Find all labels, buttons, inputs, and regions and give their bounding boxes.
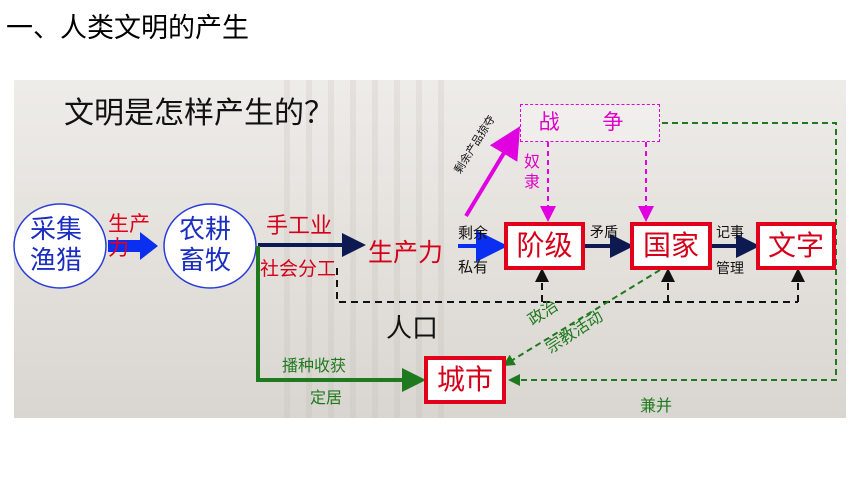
- label-manage: 管理: [716, 261, 744, 277]
- label-record: 记事: [716, 225, 744, 241]
- node-productivity: 生产力: [368, 238, 444, 267]
- arrow-farming-city: [256, 246, 426, 392]
- label-contradiction: 矛盾: [590, 225, 618, 241]
- arrow-annex: [508, 122, 837, 386]
- label-settle: 播种收获: [282, 356, 347, 375]
- node-population: 人口: [386, 314, 439, 344]
- node-division: 社会分工: [260, 258, 337, 280]
- diagram-question: 文明是怎样产生的？: [64, 96, 334, 131]
- gather-ellipse: [13, 203, 107, 289]
- node-gather: 采集渔猎: [30, 215, 83, 276]
- node-state: 国家: [630, 222, 712, 270]
- node-writing: 文字: [756, 222, 836, 270]
- label-slave: 奴隶: [524, 152, 541, 191]
- arrow-plunder: [464, 126, 521, 218]
- arrow-state-city: [502, 269, 661, 367]
- node-city: 城市: [424, 356, 506, 404]
- node-handicraft: 手工业: [266, 214, 333, 239]
- label-surplus: 剩余: [458, 224, 489, 242]
- node-class: 阶级: [504, 222, 585, 270]
- node-war: 战 争: [520, 104, 660, 142]
- label-productivity-left: 生产力: [108, 212, 150, 260]
- label-annex: 兼并: [640, 396, 673, 415]
- population-bracket: [336, 268, 798, 303]
- label-settle2: 定居: [310, 388, 343, 407]
- arrow-gather-farming: [108, 232, 158, 260]
- node-farming: 农耕畜牧: [179, 215, 232, 276]
- label-private: 私有: [458, 258, 489, 276]
- page-heading: 一、人类文明的产生: [6, 13, 249, 44]
